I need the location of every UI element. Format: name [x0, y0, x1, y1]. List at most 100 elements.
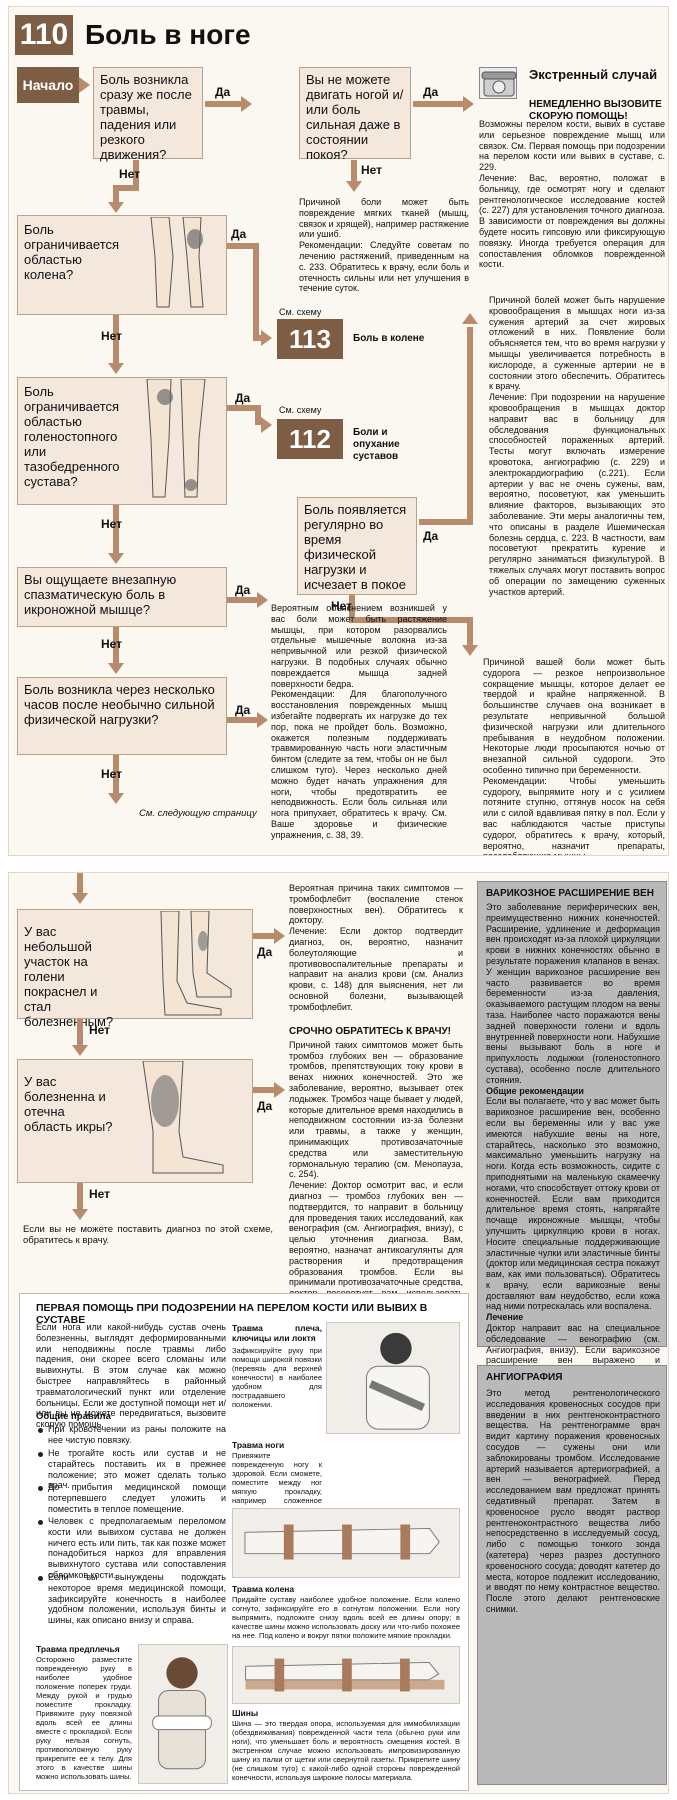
q7-no-arrow [108, 793, 124, 804]
varicose-treatment-title: Лечение [486, 1312, 660, 1323]
q4-no-arrow [108, 553, 124, 564]
q1-no-line-3 [113, 185, 119, 203]
rule-bullet [38, 1452, 43, 1457]
q4-no-label: Нет [101, 517, 122, 531]
q2-no-line [351, 160, 357, 182]
q6-yes-line [227, 597, 257, 603]
strain-text: Вероятным объяснением возникшей у вас бо… [271, 603, 447, 841]
cramp-text: Причиной вашей боли может быть судорога … [483, 657, 665, 856]
urgent-title: СРОЧНО ОБРАТИТЕСЬ К ВРАЧУ! [289, 1027, 463, 1038]
q3-no-arrow [108, 363, 124, 374]
knee-splint-illustration [232, 1646, 460, 1704]
no-diagnosis-note: Если вы не можете поставить диагноз по э… [23, 1225, 273, 1247]
general-rules-title: Общие правила [36, 1412, 111, 1423]
q3-yes-line-2 [253, 243, 259, 335]
varicose-general-title: Общие рекомендации [486, 1086, 660, 1097]
question-5-text: Боль появляется регулярно во время физич… [304, 502, 406, 592]
q2-yes-label: Да [423, 85, 438, 99]
shoulder-title: Травма плеча, ключицы или локтя [232, 1324, 322, 1343]
emergency-treatment: Лечение: Вас, вероятно, положат в больни… [479, 173, 665, 270]
q2-yes-line [413, 101, 463, 107]
angiography-text: Это метод рентгенологического исследован… [486, 1388, 660, 1615]
rule-3: До прибытия медицинской помощи потерпевш… [48, 1482, 226, 1514]
q9-no-label: Нет [89, 1187, 110, 1201]
ref113-badge[interactable]: 113 [277, 319, 343, 359]
varicose-text: Это заболевание периферических вен, преи… [486, 902, 660, 1086]
q7-yes-label: Да [235, 703, 250, 717]
q7-yes-line [227, 717, 257, 723]
soft-tissue-cause: Причиной боли может быть повреждение мяг… [299, 197, 469, 240]
q9-yes-label: Да [257, 1099, 272, 1113]
question-6-text: Вы ощущаете внезапную спазматическую бол… [24, 572, 176, 617]
ref113-see: См. схему [279, 307, 321, 317]
shoulder-text: Зафиксируйте руку при помощи широкой пов… [232, 1346, 322, 1409]
question-7-text: Боль возникла через несколько часов посл… [24, 682, 215, 727]
q3-yes-label: Да [231, 227, 246, 241]
q9-yes-arrow [274, 1082, 285, 1098]
phlebitis-text: Вероятная причина таких симптомов — тром… [289, 883, 463, 1013]
page-110-top: 110 Боль в ноге Начало Боль возникла сра… [8, 6, 669, 856]
angiography-sidebar: АНГИОГРАФИЯ Это метод рентгенологическог… [477, 1365, 667, 1785]
phlebitis-treatment: Лечение: Если доктор подтвердит диагноз,… [289, 926, 463, 1012]
ref112-see: См. схему [279, 405, 321, 415]
q1-yes-line [205, 101, 241, 107]
question-1-text: Боль возникла сразу же после травмы, пад… [100, 72, 192, 162]
knee-title: Травма колена [232, 1584, 294, 1595]
ref113-title: Боль в колене [353, 333, 443, 345]
page-number: 110 [15, 15, 73, 55]
q2-no-arrow [346, 181, 362, 192]
q8-no-line [77, 1019, 83, 1047]
q3-yes-arrow [261, 330, 272, 346]
rule-bullet [38, 1576, 43, 1581]
q5-no-arrow [462, 645, 478, 656]
q8-no-label: Нет [89, 1023, 110, 1037]
q5-yes-label: Да [423, 529, 438, 543]
q4-yes-label: Да [235, 391, 250, 405]
q7-no-label: Нет [101, 767, 122, 781]
circulation-cause: Причиной болей может быть нарушение кров… [489, 295, 665, 392]
rule-bullet [38, 1520, 43, 1525]
angiography-title: АНГИОГРАФИЯ [486, 1372, 562, 1383]
q7-yes-arrow [257, 712, 268, 728]
strain-recommendation: Рекомендации: Для благополучного восстан… [271, 689, 447, 840]
start-arrow [79, 77, 90, 93]
page-title: Боль в ноге [85, 19, 251, 51]
q2-no-text: Причиной боли может быть повреждение мяг… [299, 197, 469, 294]
q5-yes-line-2 [467, 327, 473, 525]
q8-no-arrow [72, 1045, 88, 1056]
q6-yes-arrow [257, 592, 268, 608]
calf-illustration [113, 1061, 251, 1181]
question-2-text: Вы не можете двигать ногой и/или боль си… [306, 72, 403, 162]
varicose-sidebar: ВАРИКОЗНОЕ РАСШИРЕНИЕ ВЕН Это заболевани… [477, 881, 667, 1347]
q4-yes-arrow [261, 417, 272, 433]
urgent-block: СРОЧНО ОБРАТИТЕСЬ К ВРАЧУ! Причиной таки… [289, 1027, 463, 1321]
q9-no-arrow [72, 1209, 88, 1220]
question-1: Боль возникла сразу же после травмы, пад… [93, 67, 203, 159]
strain-cause: Вероятным объяснением возникшей у вас бо… [271, 603, 447, 689]
q6-yes-label: Да [235, 583, 250, 597]
phone-icon [479, 67, 517, 99]
knee-text: Придайте суставу наиболее удобное положе… [232, 1595, 460, 1640]
urgent-cause: Причиной таких симптомов может быть тром… [289, 1040, 463, 1180]
q5-yes-arrow [462, 313, 478, 324]
rule-1: При кровотечении из раны положите на нее… [48, 1424, 226, 1446]
q2-yes-arrow [463, 96, 474, 112]
emergency-text: Возможны перелом кости, вывих в суставе … [479, 119, 665, 270]
hip-ankle-illustration [125, 379, 225, 503]
question-6: Вы ощущаете внезапную спазматическую бол… [17, 567, 227, 627]
ref112-title: Боли и опухание суставов [353, 427, 433, 463]
phlebitis-cause: Вероятная причина таких симптомов — тром… [289, 883, 463, 926]
q6-no-arrow [108, 663, 124, 674]
q8-yes-label: Да [257, 945, 272, 959]
rule-bullet [38, 1428, 43, 1433]
q6-no-label: Нет [101, 637, 122, 651]
varicose-body: Это заболевание периферических вен, преи… [486, 902, 660, 1431]
question-9-text: У вас болезненна и отечна область икры? [24, 1074, 114, 1134]
top-entry-arrow [72, 893, 88, 904]
q8-yes-arrow [274, 928, 285, 944]
leg-title: Травма ноги [232, 1440, 284, 1451]
forearm-title: Травма предплечья [36, 1644, 120, 1655]
splint-text: Шина — это твердая опора, используемая д… [232, 1719, 460, 1782]
ref112-badge[interactable]: 112 [277, 419, 343, 459]
first-aid-box: ПЕРВАЯ ПОМОЩЬ ПРИ ПОДОЗРЕНИИ НА ПЕРЕЛОМ … [19, 1293, 469, 1791]
